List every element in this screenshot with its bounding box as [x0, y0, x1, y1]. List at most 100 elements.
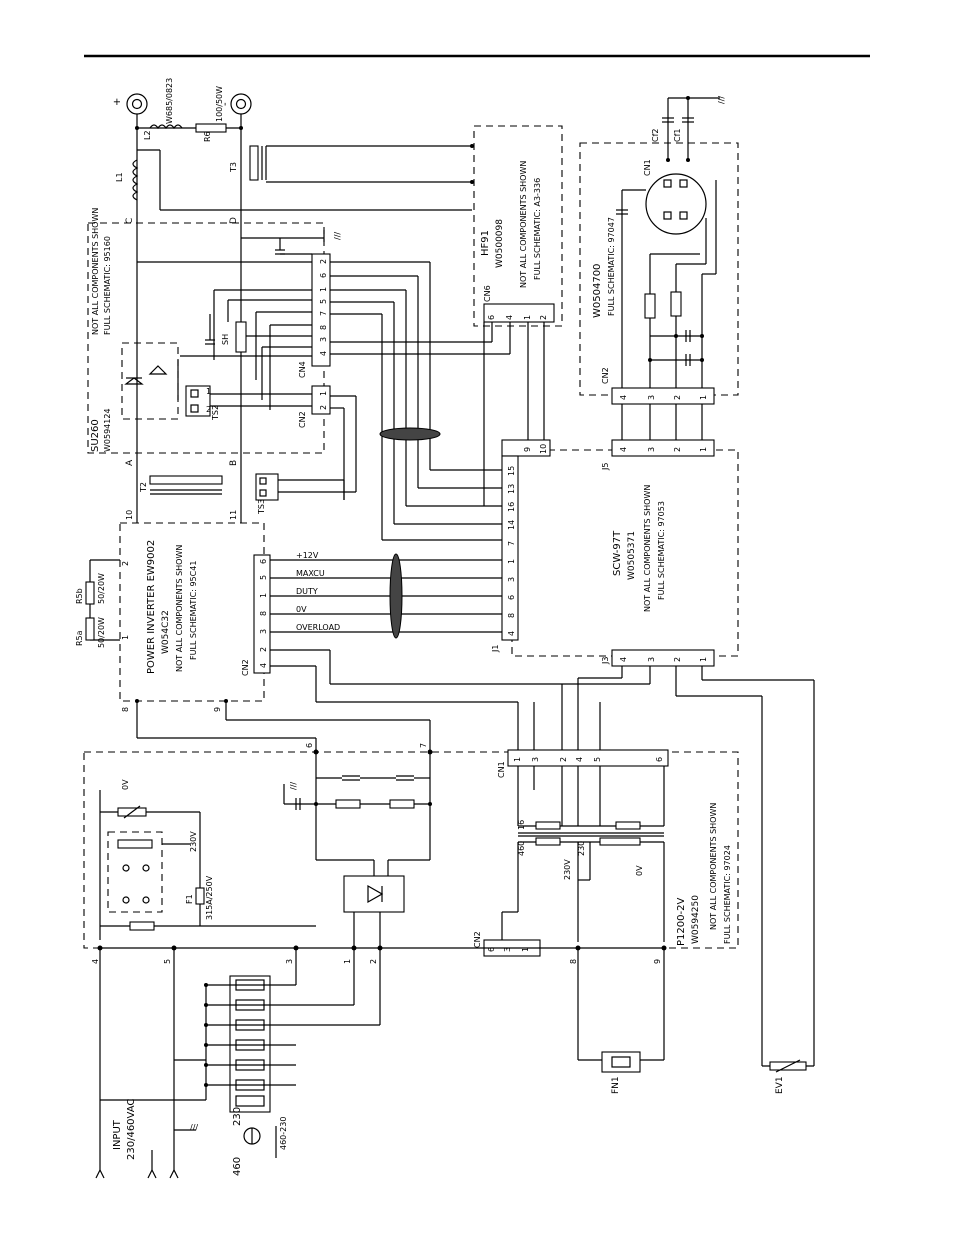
selector-230: 230: [232, 1107, 243, 1126]
scw97t-code: W0505371: [627, 531, 637, 580]
j1-pin-8: 8: [507, 613, 516, 618]
tap-230: 230: [577, 841, 586, 856]
p1200-0v: 0V: [121, 779, 130, 790]
cn4-pin-5: 5: [319, 299, 328, 304]
output-terminals: + - L2 W685/0823 R6 100/50W L1 T3 C D A …: [112, 78, 474, 480]
selector-link: 460-230: [279, 1117, 288, 1150]
ts3-label: TS3: [257, 499, 266, 515]
w0504700-pin-2: 2: [673, 395, 682, 400]
inverter-node-1: 1: [121, 635, 130, 640]
hf91-pin-4: 4: [505, 315, 514, 320]
su260-code: W0594124: [103, 408, 112, 452]
w0504700-schematic: FULL SCHEMATIC: 97047: [607, 217, 616, 316]
f1-label: F1: [185, 894, 194, 904]
input-title: INPUT: [112, 1119, 123, 1150]
selector-460: 460: [232, 1157, 243, 1176]
inverter-node-9: 9: [213, 707, 222, 712]
j1-pin-3: 3: [507, 577, 516, 582]
ts2-label: TS2: [211, 405, 220, 421]
p1200-cn2-pin-3: 3: [503, 947, 512, 952]
scw97t-note: NOT ALL COMPONENTS SHOWN: [643, 485, 652, 612]
su260-cn2-pin-1: 1: [319, 391, 328, 396]
scw97t-j3-label: J3: [601, 657, 610, 665]
p1200-cn1-pin-2: 2: [559, 757, 568, 762]
su260-board: SU260 W0594124 NOT ALL COMPONENTS SHOWN …: [87, 208, 342, 454]
cn4-pin-7: 7: [319, 311, 328, 316]
inverter-cn2-pin-5: 5: [259, 575, 268, 580]
j1-pin-15: 15: [507, 466, 516, 476]
minus-terminal-label: -: [220, 102, 231, 106]
power-inverter-board: POWER INVERTER EW9002 W054C32 NOT ALL CO…: [75, 473, 356, 712]
harness-su260-to-j1: [330, 261, 545, 541]
w0504700-pin-4: 4: [619, 395, 628, 400]
valve-ev1: EV1: [762, 1059, 814, 1094]
inverter-node-2: 2: [121, 561, 130, 566]
ts2-pin1: 1: [206, 387, 211, 396]
j3-pin-4: 4: [619, 657, 628, 662]
w0504700-ground: ///: [717, 96, 726, 104]
inverter-schematic: FULL SCHEMATIC: 95C41: [189, 561, 198, 660]
signal-0v: 0V: [296, 605, 307, 614]
hf91-schematic: FULL SCHEMATIC: A3-336: [533, 178, 542, 280]
inverter-node-8: 8: [121, 707, 130, 712]
node-a-label: A: [125, 459, 135, 466]
cn1-round-label: CN1: [643, 159, 652, 176]
hf91-note: NOT ALL COMPONENTS SHOWN: [519, 161, 528, 288]
j3-pin-1: 1: [699, 657, 708, 662]
cn4-pin-8: 8: [319, 325, 328, 330]
su260-name: SU260: [90, 419, 101, 452]
p1200-cn2-label: CN2: [473, 931, 482, 948]
r5a-value: 50/20W: [97, 617, 106, 648]
p1200-node-2: 2: [369, 959, 378, 964]
w0504700-pin-3: 3: [647, 395, 656, 400]
p1200-node-6: 6: [305, 743, 314, 748]
signal-12v: +12V: [296, 551, 319, 560]
p1200-name: P1200-2V: [676, 898, 687, 946]
j1-pin-6: 6: [507, 595, 516, 600]
cn4-pin-3: 3: [319, 337, 328, 342]
j1-pin-9: 9: [523, 447, 532, 452]
j1-pin-13: 13: [507, 484, 516, 494]
inverter-cn2-label: CN2: [241, 659, 250, 676]
node-b-label: B: [229, 460, 239, 466]
scw97t-j5-label: J5: [601, 463, 610, 471]
t3-label: T3: [229, 162, 238, 173]
scw97t-name: SCW-97T: [612, 530, 623, 576]
p1200-node-7: 7: [419, 743, 428, 748]
j3-pin-2: 2: [673, 657, 682, 662]
p1200-node-4: 4: [91, 959, 100, 964]
scw97t-board: SCW-97T W0505371 NOT ALL COMPONENTS SHOW…: [491, 404, 739, 667]
signal-duty: DUTY: [296, 587, 318, 596]
cn4-pin-1: 1: [319, 287, 328, 292]
w0504700-board: W0504700 FULL SCHEMATIC: 97047 Cf2 Cf1 /…: [579, 96, 739, 405]
inverter-note: NOT ALL COMPONENTS SHOWN: [175, 545, 184, 672]
p1200-cn1-pin-4: 4: [575, 757, 584, 762]
p1200-cn1-pin-3: 3: [531, 757, 540, 762]
j5-pin-4: 4: [619, 447, 628, 452]
r5a-label: R5a: [75, 630, 84, 646]
r5b-value: 50/20W: [97, 573, 106, 604]
j5-pin-3: 3: [647, 447, 656, 452]
inverter-cn2-pin-2: 2: [259, 647, 268, 652]
p1200-cn2-pin-1: 1: [521, 947, 530, 952]
w0504700-pin-1: 1: [699, 395, 708, 400]
fan-fn1: FN1: [577, 948, 665, 1094]
p1200-note: NOT ALL COMPONENTS SHOWN: [709, 803, 718, 930]
inverter-cn2-pin-8: 8: [259, 611, 268, 616]
inverter-name: POWER INVERTER EW9002: [146, 540, 157, 674]
p1200-schematic: FULL SCHEMATIC: 97024: [723, 845, 732, 944]
inverter-cn2-pin-3: 3: [259, 629, 268, 634]
j3-wiring: [517, 666, 815, 1066]
j1-pin-16: 16: [507, 502, 516, 512]
hf91-code: W0500098: [495, 219, 505, 268]
su260-cn2-pin-2: 2: [319, 405, 328, 410]
shielded-cable-lower: [389, 553, 403, 639]
signal-overload: OVERLOAD: [296, 623, 340, 632]
j1-pin-1: 1: [507, 559, 516, 564]
p1200-cn1-label: CN1: [497, 761, 506, 778]
cf2-label: Cf2: [651, 129, 660, 143]
w0504700-cn2-label: CN2: [601, 367, 610, 384]
j1-pin-7: 7: [507, 541, 516, 546]
p1200-node-9: 9: [653, 959, 662, 964]
tap-460: 460: [517, 841, 526, 856]
